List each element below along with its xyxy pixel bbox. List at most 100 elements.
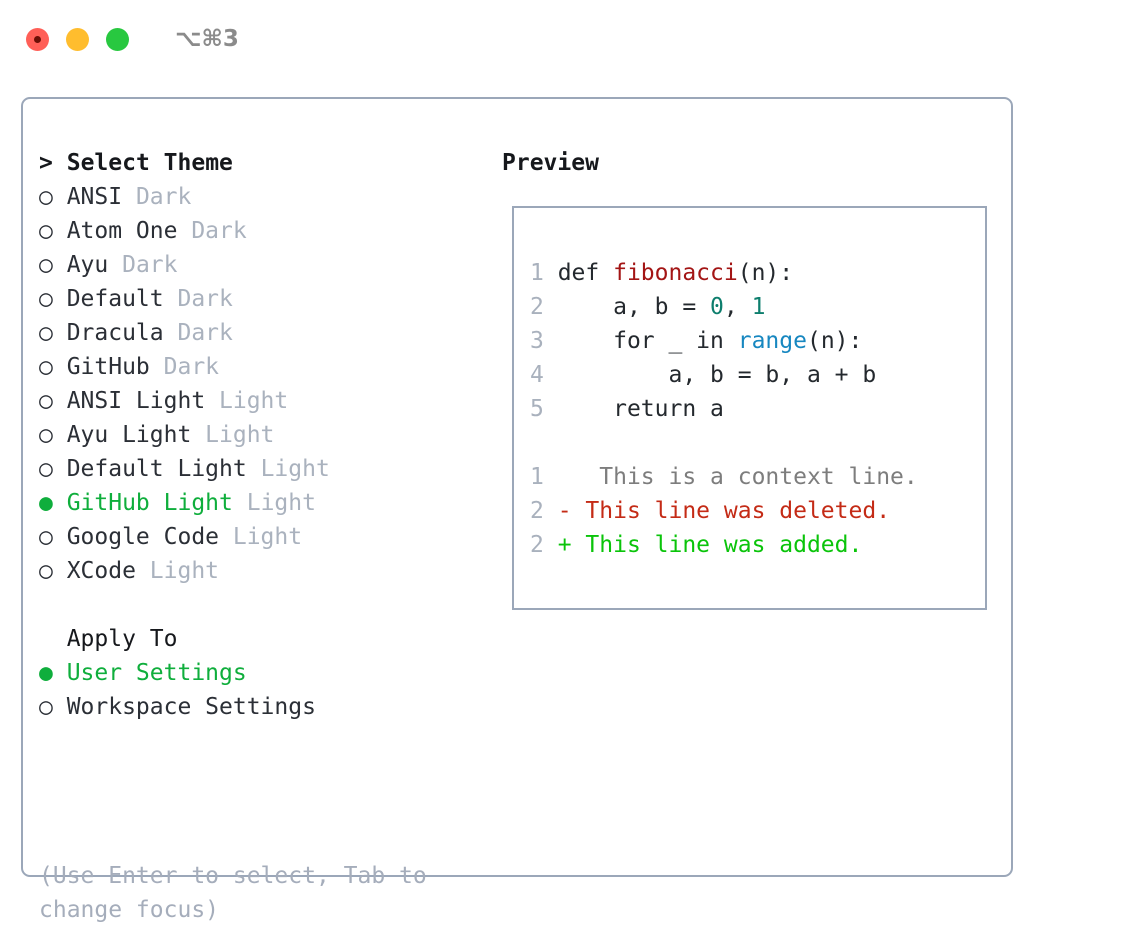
theme-option-default-light[interactable]: ○ Default Light Light [39, 452, 487, 486]
radio-unselected-icon: ○ [39, 252, 53, 278]
code-token: , [723, 294, 752, 320]
theme-picker-pane: > Select Theme ○ ANSI Dark○ Atom One Dar… [39, 146, 487, 724]
theme-option-ansi[interactable]: ○ ANSI Dark [39, 180, 487, 214]
keyboard-shortcut-label: ⌥⌘3 [175, 26, 239, 52]
diff-text: This line was deleted. [571, 498, 891, 524]
theme-option-atom-one[interactable]: ○ Atom One Dark [39, 214, 487, 248]
theme-option-label: GitHub [52, 354, 164, 380]
minimize-button[interactable] [66, 27, 89, 51]
code-line: 3 for _ in range(n): [530, 324, 979, 358]
radio-unselected-icon: ○ [39, 388, 53, 414]
select-theme-heading: > Select Theme [39, 146, 487, 180]
theme-option-kind: Dark [177, 320, 233, 346]
diff-text: This line was added. [571, 532, 863, 558]
radio-unselected-icon: ○ [39, 456, 53, 482]
radio-unselected-icon: ○ [39, 422, 53, 448]
apply-to-option-label: Workspace Settings [52, 694, 316, 720]
title-bar: ⌥⌘3 [0, 0, 1140, 78]
radio-selected-icon: ● [39, 660, 53, 686]
apply-to-option-user-settings[interactable]: ● User Settings [39, 656, 487, 690]
code-token: range [737, 328, 807, 354]
theme-option-label: Atom One [52, 218, 192, 244]
theme-option-kind: Light [246, 490, 316, 516]
code-token: return a [557, 396, 724, 422]
theme-option-label: Dracula [52, 320, 178, 346]
theme-option-xcode[interactable]: ○ XCode Light [39, 554, 487, 588]
theme-option-github-light[interactable]: ● GitHub Light Light [39, 486, 487, 520]
theme-option-kind: Light [205, 422, 275, 448]
code-token: 1 [751, 294, 766, 320]
radio-unselected-icon: ○ [39, 354, 53, 380]
diff-line-ctx: 1 This is a context line. [530, 460, 979, 494]
select-theme-title: Select Theme [66, 150, 233, 176]
theme-option-label: ANSI [52, 184, 136, 210]
preview-pane: Preview [502, 146, 992, 180]
diff-sign [558, 464, 572, 490]
apply-to-option-workspace-settings[interactable]: ○ Workspace Settings [39, 690, 487, 724]
code-line: 5 return a [530, 392, 979, 426]
preview-heading: Preview [502, 150, 599, 176]
theme-option-label: Ayu Light [52, 422, 206, 448]
theme-option-ansi-light[interactable]: ○ ANSI Light Light [39, 384, 487, 418]
code-line: 2 a, b = 0, 1 [530, 290, 979, 324]
apply-to-section: Apply To ● User Settings○ Workspace Sett… [39, 622, 487, 724]
code-token: def [557, 260, 614, 286]
theme-option-kind: Dark [177, 286, 233, 312]
line-number: 1 [530, 260, 544, 286]
code-token: a, b = [557, 294, 711, 320]
apply-to-heading: Apply To [39, 622, 487, 656]
theme-list: ○ ANSI Dark○ Atom One Dark○ Ayu Dark○ De… [39, 180, 487, 588]
line-number: 4 [530, 362, 544, 388]
code-token: (n): [806, 328, 863, 354]
theme-option-label: ANSI Light [52, 388, 220, 414]
code-line: 1 def fibonacci(n): [530, 256, 979, 290]
line-number: 5 [530, 396, 544, 422]
line-number: 2 [530, 294, 544, 320]
code-token: fibonacci [613, 260, 738, 286]
main-panel: > Select Theme ○ ANSI Dark○ Atom One Dar… [21, 97, 1013, 923]
theme-option-label: Google Code [52, 524, 233, 550]
radio-unselected-icon: ○ [39, 558, 53, 584]
theme-option-kind: Light [149, 558, 220, 584]
theme-option-kind: Dark [163, 354, 220, 380]
diff-line-add: 2 + This line was added. [530, 528, 979, 562]
theme-option-kind: Dark [191, 218, 247, 244]
apply-to-option-label: User Settings [52, 660, 247, 686]
theme-option-kind: Light [219, 388, 289, 414]
theme-option-ayu[interactable]: ○ Ayu Dark [39, 248, 487, 282]
line-number: 3 [530, 328, 544, 354]
radio-unselected-icon: ○ [39, 286, 53, 312]
code-token: 0 [710, 294, 724, 320]
theme-option-default[interactable]: ○ Default Dark [39, 282, 487, 316]
theme-option-label: Ayu [52, 252, 123, 278]
code-token: (n): [737, 260, 794, 286]
theme-option-label: GitHub Light [52, 490, 247, 516]
radio-unselected-icon: ○ [39, 184, 53, 210]
apply-to-list: ● User Settings○ Workspace Settings [39, 656, 487, 724]
theme-option-ayu-light[interactable]: ○ Ayu Light Light [39, 418, 487, 452]
theme-option-kind: Dark [122, 252, 178, 278]
theme-option-label: Default Light [52, 456, 261, 482]
prompt-marker-icon: > [39, 150, 53, 176]
theme-option-kind: Light [232, 524, 303, 550]
theme-option-label: Default [52, 286, 178, 312]
theme-option-github[interactable]: ○ GitHub Dark [39, 350, 487, 384]
radio-unselected-icon: ○ [39, 694, 53, 720]
diff-text: This is a context line. [571, 464, 918, 490]
line-number: 2 [530, 532, 544, 558]
theme-option-google-code[interactable]: ○ Google Code Light [39, 520, 487, 554]
keyboard-hint-text: (Use Enter to select, Tab to change focu… [39, 863, 441, 923]
radio-unselected-icon: ○ [39, 218, 53, 244]
code-token: a, b = b, a + b [557, 362, 877, 388]
apply-to-title: Apply To [66, 626, 178, 652]
code-token: for _ in [557, 328, 738, 354]
close-button[interactable] [26, 27, 49, 51]
theme-option-dracula[interactable]: ○ Dracula Dark [39, 316, 487, 350]
radio-selected-icon: ● [39, 490, 53, 516]
maximize-button[interactable] [106, 27, 129, 51]
code-blank-line [530, 426, 979, 460]
theme-option-label: XCode [52, 558, 150, 584]
